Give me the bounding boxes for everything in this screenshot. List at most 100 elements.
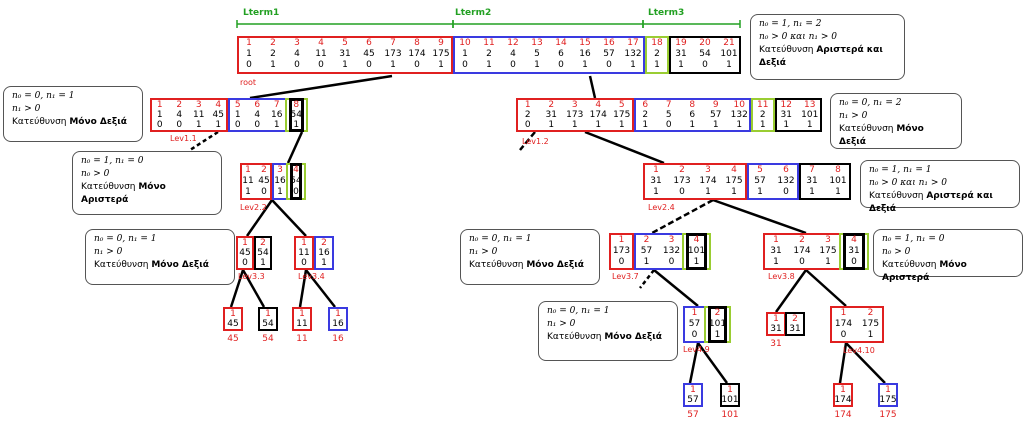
tree-edge — [688, 342, 700, 384]
column-value: 16 — [579, 49, 591, 59]
column-bit: 1 — [571, 120, 578, 130]
column-index: 8 — [689, 100, 696, 110]
column-value: 175 — [432, 49, 450, 59]
column-value: 132 — [730, 110, 748, 120]
node-group-green — [751, 98, 775, 132]
column-bit: 0 — [691, 330, 698, 340]
column-bit: 0 — [414, 60, 420, 70]
column-index: 15 — [579, 38, 591, 48]
column-value: 45 — [258, 176, 270, 186]
note-condition-2: n₀ > 0 και n₁ > 0 — [869, 178, 948, 188]
leaf-value: 57 — [687, 395, 699, 405]
node-label: root — [240, 78, 257, 87]
note-condition-2: n₁ > 0 — [94, 247, 123, 257]
column-index: 4 — [693, 235, 700, 245]
column-value: 45 — [239, 248, 251, 258]
column-bit: 1 — [759, 120, 766, 130]
column-bit: 0 — [261, 187, 267, 197]
note-direction-label: Κατεύθυνση — [882, 260, 940, 270]
column-value: 173 — [384, 49, 402, 59]
column-bit: 1 — [654, 60, 660, 70]
leaf-index: 1 — [335, 309, 341, 319]
note-condition-2: n₀ > 0 — [81, 169, 110, 179]
leaf-label: 45 — [227, 334, 239, 344]
column-index: 19 — [675, 38, 687, 48]
column-bit: 1 — [215, 120, 222, 130]
column-value: 11 — [242, 176, 254, 186]
column-index: 1 — [618, 235, 625, 245]
column-index: 6 — [783, 165, 789, 175]
column-bit: 1 — [809, 187, 815, 197]
note-direction-label: Κατεύθυνση — [94, 260, 152, 270]
column-value: 57 — [688, 319, 701, 329]
note-condition-2: n₁ > 0 — [469, 247, 498, 257]
tree-edge — [584, 130, 665, 165]
column-bit: 1 — [195, 120, 202, 130]
leaf-index: 1 — [885, 385, 891, 395]
tree-edge — [249, 74, 393, 100]
column-bit: 1 — [618, 120, 625, 130]
node-group-black — [799, 163, 851, 200]
column-value: 16 — [274, 176, 286, 186]
column-index: 2 — [176, 100, 183, 110]
leaf-border — [328, 307, 348, 331]
column-bit: 1 — [548, 120, 555, 130]
column-value: 6 — [558, 49, 564, 59]
tree-edge — [271, 199, 307, 237]
leaf-index: 1 — [727, 385, 733, 395]
column-value: 174 — [408, 49, 426, 59]
column-bit: 0 — [156, 120, 163, 130]
note-direction-value: Μόνο Δεξιά — [526, 260, 584, 270]
column-value: 54 — [290, 176, 302, 186]
column-index: 5 — [234, 100, 241, 110]
leaf-border — [258, 307, 278, 331]
column-bit: 0 — [679, 187, 685, 197]
tree-edge — [651, 198, 714, 235]
leaf-label: 31 — [770, 339, 782, 349]
lterm1-label: Lterm1 — [243, 8, 280, 18]
column-index: 1 — [653, 165, 659, 175]
column-index: 16 — [603, 38, 615, 48]
column-index: 4 — [318, 38, 324, 48]
note-condition-1: n₀ = 0, n₁ = 1 — [547, 306, 610, 316]
column-bit: 0 — [840, 330, 847, 340]
column-bit: 0 — [301, 258, 307, 268]
column-index: 8 — [414, 38, 420, 48]
column-bit: 1 — [342, 60, 348, 70]
column-index: 1 — [840, 308, 847, 318]
note-direction-label: Κατεύθυνση — [547, 332, 605, 342]
column-index: 17 — [627, 38, 639, 48]
column-value: 2 — [524, 110, 531, 120]
column-value: 4 — [176, 110, 183, 120]
column-index: 3 — [571, 100, 578, 110]
note-direction: Κατεύθυνση Μόνο Δεξιά — [469, 259, 591, 272]
node-group-black — [254, 236, 272, 270]
leaf-border — [683, 383, 703, 407]
